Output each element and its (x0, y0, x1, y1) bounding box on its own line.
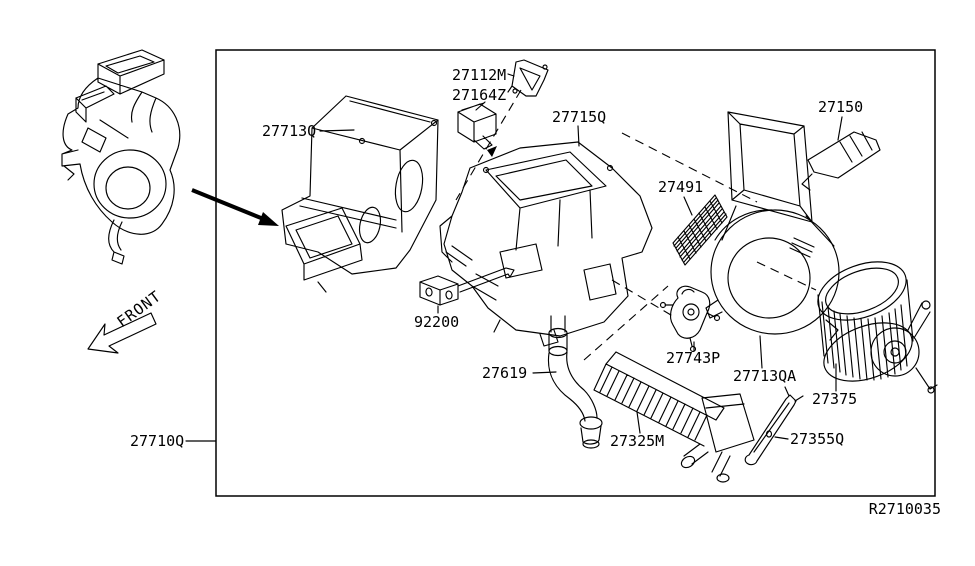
part-drawing-27715q (439, 141, 653, 347)
part-drawing-27150 (801, 131, 881, 191)
part-drawing-assembly-27710q (61, 49, 181, 265)
front-label: FRONT (113, 287, 164, 331)
part-label-27112m: 27112M (452, 66, 506, 84)
part-drawing-27491 (672, 194, 728, 266)
part-label-27710q: 27710Q (130, 432, 184, 450)
part-label-27491: 27491 (658, 178, 703, 196)
part-drawing-27619 (547, 327, 603, 449)
front-indicator: FRONT (87, 287, 165, 354)
exploded-view-arrow (191, 188, 279, 226)
part-label-27325m: 27325M (610, 432, 664, 450)
part-label-27619: 27619 (482, 364, 527, 382)
part-label-27355q: 27355Q (790, 430, 844, 448)
part-label-92200: 92200 (414, 313, 459, 331)
part-label-27164z: 27164Z (452, 86, 506, 104)
part-labels: 27710Q 27713Q 27112M 27164Z 27715Q 27150… (130, 66, 863, 450)
part-drawing-27325m (593, 351, 755, 483)
part-label-27713qa: 27713QA (733, 367, 796, 385)
part-label-27743p: 27743P (666, 349, 720, 367)
part-drawing-27713q (281, 95, 439, 293)
guide-dashed-lines (455, 89, 817, 361)
part-drawing-27355q (744, 386, 804, 466)
part-drawing-27375 (817, 261, 938, 394)
part-drawing-92200 (419, 267, 515, 306)
part-drawing-27713qa (705, 111, 840, 341)
label-leader-lines (185, 73, 843, 442)
part-drawing-27112m (507, 59, 549, 97)
part-drawing-27164z (457, 102, 497, 157)
part-label-27713q: 27713Q (262, 122, 316, 140)
part-label-27150: 27150 (818, 98, 863, 116)
front-arrow-outline (87, 312, 157, 354)
diagram-ref-code: R2710035 (869, 500, 941, 518)
diagram-frame (215, 49, 936, 497)
part-label-27375: 27375 (812, 390, 857, 408)
part-label-27715q: 27715Q (552, 108, 606, 126)
part-drawing-27743p (659, 285, 721, 353)
